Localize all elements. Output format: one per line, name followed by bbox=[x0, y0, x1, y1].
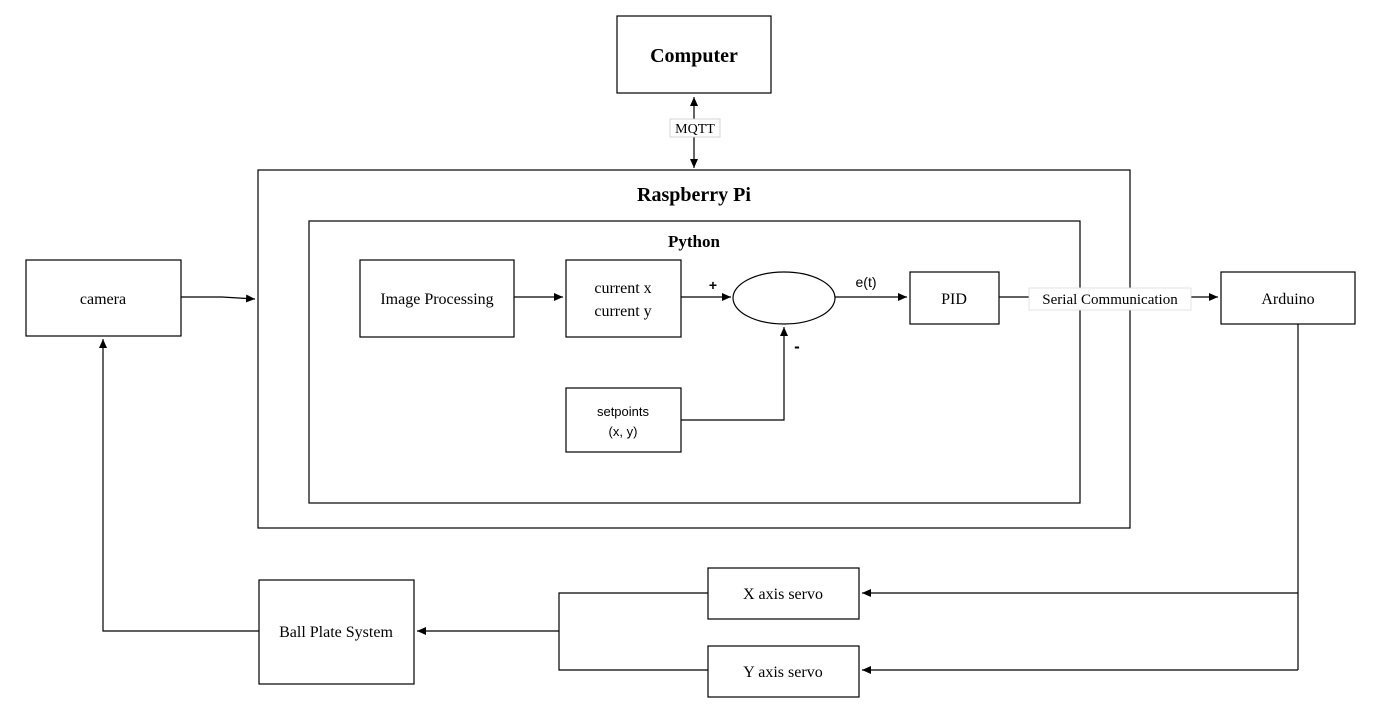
ball-plate-label: Ball Plate System bbox=[279, 624, 393, 641]
pid-label: PID bbox=[941, 291, 967, 308]
pid-node: PID bbox=[909, 271, 1000, 325]
current-position-node: current x current y bbox=[565, 259, 682, 338]
computer-node: Computer bbox=[616, 15, 772, 94]
camera-to-pi-arrow bbox=[181, 294, 256, 303]
y-servo-node: Y axis servo bbox=[707, 645, 860, 698]
summing-junction bbox=[732, 271, 836, 325]
setpoints-to-sum-arrow bbox=[681, 327, 788, 421]
current-x-label: current x bbox=[594, 280, 651, 297]
image-processing-label: Image Processing bbox=[380, 291, 493, 308]
ballplate-to-camera-arrow bbox=[99, 339, 259, 632]
plus-sign: + bbox=[709, 277, 717, 293]
serial-label-bg bbox=[1028, 287, 1192, 311]
computer-label: Computer bbox=[650, 45, 738, 67]
arduino-label: Arduino bbox=[1261, 291, 1314, 308]
camera-label: camera bbox=[80, 291, 126, 308]
setpoints-label: setpoints bbox=[597, 404, 650, 419]
python-label: Python bbox=[668, 232, 721, 251]
servo-merge-line bbox=[558, 592, 708, 671]
raspberry-pi-label: Raspberry Pi bbox=[637, 184, 751, 206]
setpoints-xy-label: (x, y) bbox=[609, 424, 638, 439]
x-servo-node: X axis servo bbox=[707, 567, 860, 620]
mqtt-connection: MQTT bbox=[669, 97, 721, 168]
error-label: e(t) bbox=[856, 274, 877, 290]
mqtt-label-bg bbox=[669, 118, 721, 138]
ball-plate-node: Ball Plate System bbox=[258, 579, 415, 685]
x-servo-label: X axis servo bbox=[743, 586, 823, 603]
serial-label: Serial Communication bbox=[1042, 292, 1178, 308]
minus-sign: - bbox=[794, 337, 800, 356]
image-processing-node: Image Processing bbox=[359, 259, 515, 338]
y-servo-label: Y axis servo bbox=[743, 664, 822, 681]
current-y-label: current y bbox=[594, 303, 651, 320]
setpoints-node: setpoints (x, y) bbox=[565, 387, 682, 453]
arduino-node: Arduino bbox=[1220, 271, 1356, 325]
mqtt-label: MQTT bbox=[675, 122, 715, 137]
camera-node: camera bbox=[25, 259, 182, 337]
